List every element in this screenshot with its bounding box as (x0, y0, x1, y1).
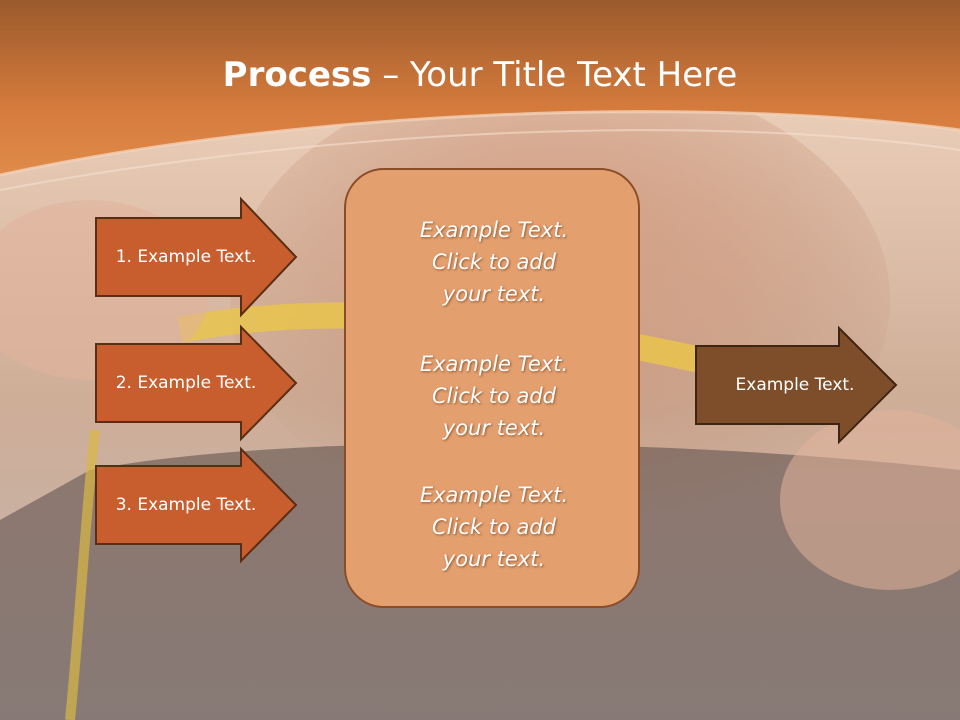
text-line: Click to add (431, 515, 556, 539)
right-arrow[interactable]: Example Text. (695, 325, 898, 445)
arrow-shape (695, 325, 898, 445)
text-block-3: Example Text. Click to add your text. (346, 479, 642, 575)
arrow-shape (95, 196, 298, 318)
left-arrow-1[interactable]: 1. Example Text. (95, 196, 298, 318)
text-line: Example Text. (419, 218, 569, 242)
text-line: Example Text. (419, 352, 569, 376)
left-arrow-2[interactable]: 2. Example Text. (95, 324, 298, 442)
arrow-shape (95, 324, 298, 442)
text-line: Example Text. (419, 483, 569, 507)
arrow-shape (95, 446, 298, 564)
text-block-1: Example Text. Click to add your text. (346, 214, 642, 310)
left-arrow-label: 3. Example Text. (115, 495, 257, 515)
left-arrow-label: 2. Example Text. (115, 373, 257, 393)
title-dash: – (371, 55, 411, 95)
text-line: your text. (442, 416, 546, 440)
text-line: Click to add (431, 250, 556, 274)
title-bold: Process (222, 55, 372, 95)
left-arrow-3[interactable]: 3. Example Text. (95, 446, 298, 564)
slide-title: Process – Your Title Text Here (0, 52, 960, 98)
left-arrow-label: 1. Example Text. (115, 247, 257, 267)
center-text-box[interactable]: Example Text. Click to add your text. Ex… (344, 168, 640, 608)
text-line: your text. (442, 547, 546, 571)
text-line: your text. (442, 282, 546, 306)
text-block-2: Example Text. Click to add your text. (346, 348, 642, 444)
right-arrow-label: Example Text. (735, 375, 855, 395)
title-rest: Your Title Text Here (410, 55, 738, 95)
text-line: Click to add (431, 384, 556, 408)
